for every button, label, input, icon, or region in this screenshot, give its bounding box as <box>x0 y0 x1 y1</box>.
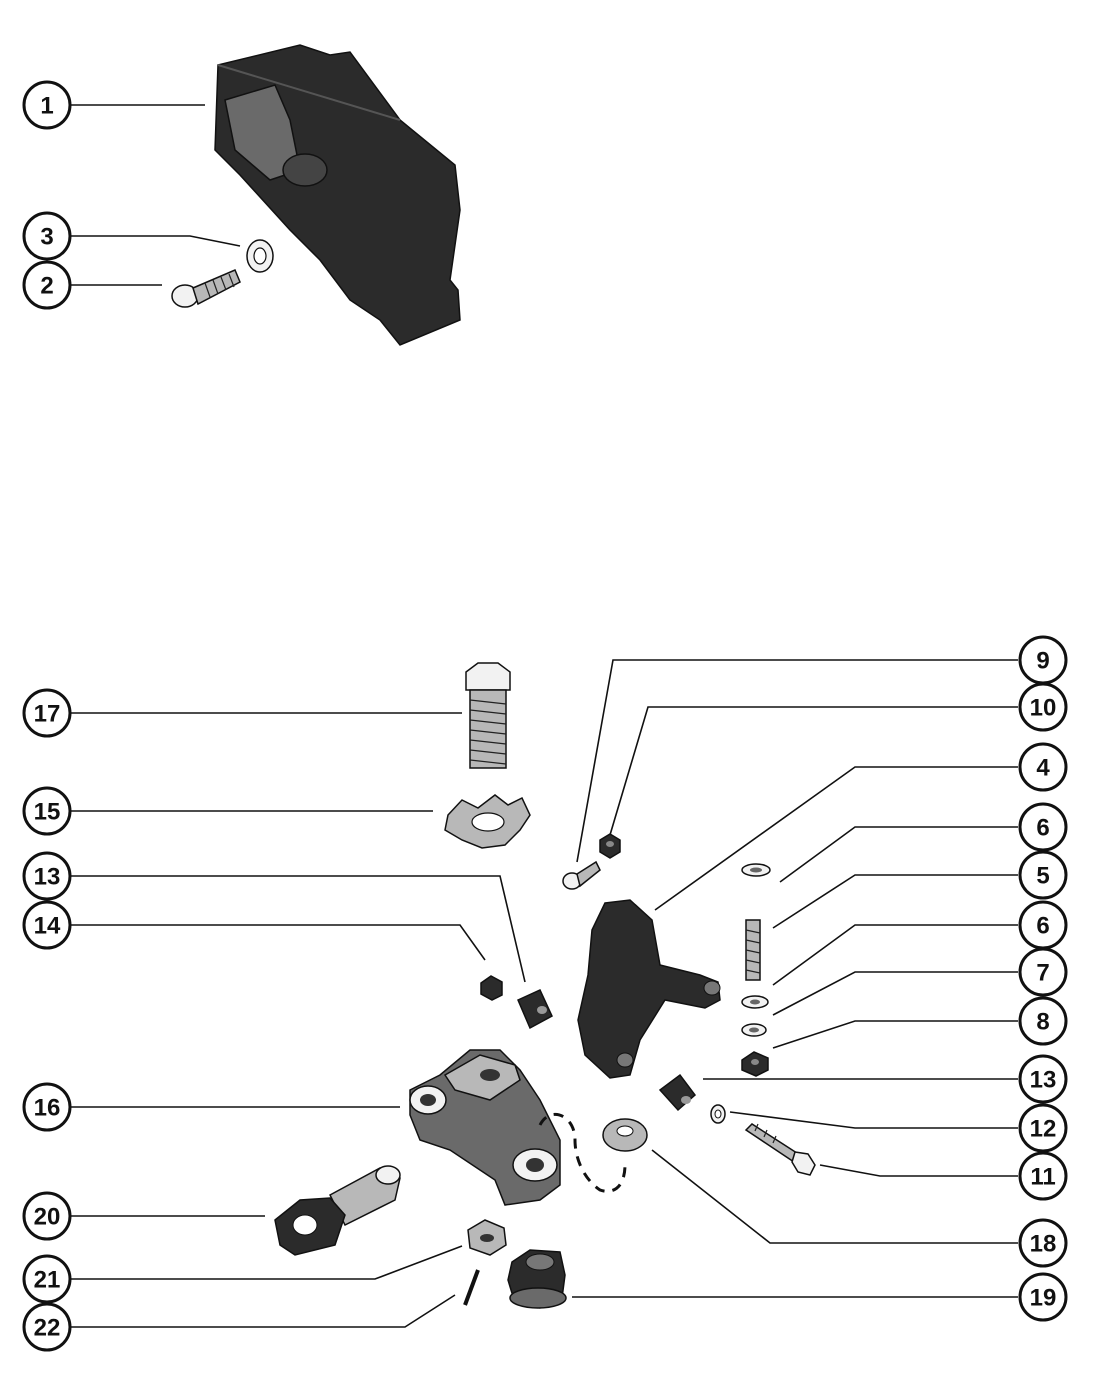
callout-12: 12 <box>1018 1103 1068 1153</box>
nut-part-21 <box>467 1219 507 1256</box>
callout-13-right-label: 13 <box>1030 1067 1057 1094</box>
callout-6-lower-label: 6 <box>1036 913 1049 940</box>
callout-10: 10 <box>1018 682 1068 732</box>
bracket-part-4 <box>577 899 721 1079</box>
callout-19: 17 <box>22 688 72 738</box>
callout-7: 7 <box>1018 947 1068 997</box>
callout-18: 19 <box>1018 1272 1068 1322</box>
callout-11: 11 <box>1018 1151 1068 1201</box>
tab-washer-part-15 <box>444 794 531 849</box>
washer-part-17 <box>602 1118 648 1152</box>
small-nut-part-10 <box>599 833 621 859</box>
callout-21: 21 <box>22 1254 72 1304</box>
bolt-part-11 <box>744 1123 816 1176</box>
mount-assembly-part-16 <box>409 1049 561 1206</box>
housing-block-part <box>214 44 461 346</box>
callout-21-label: 21 <box>34 1267 61 1294</box>
callout-20-label: 20 <box>34 1204 61 1231</box>
callout-11-label: 11 <box>1030 1164 1055 1191</box>
callout-9: 9 <box>1018 635 1068 685</box>
callout-14: 14 <box>22 900 72 950</box>
callout-6-upper: 6 <box>1018 802 1068 852</box>
callout-13-left: 13 <box>22 851 72 901</box>
callout-6-upper-label: 6 <box>1036 815 1049 842</box>
nut-part-8 <box>741 1051 769 1077</box>
washer-part-6-lower <box>741 995 769 1009</box>
callout-22-label: 22 <box>34 1315 61 1342</box>
callout-17: 18 <box>1018 1218 1068 1268</box>
callout-20: 20 <box>22 1191 72 1241</box>
callout-6-lower: 6 <box>1018 900 1068 950</box>
clevis-part-20 <box>274 1165 401 1256</box>
callout-5-label: 5 <box>1036 863 1049 890</box>
washer-part-12 <box>710 1104 726 1124</box>
stud-part-5 <box>745 919 761 981</box>
callout-22: 22 <box>22 1302 72 1352</box>
hex-bolt-part-19 <box>465 662 511 769</box>
bushing-part-13-left <box>517 989 553 1030</box>
callout-14-label: 14 <box>34 913 61 940</box>
callout-18-label: 19 <box>1030 1285 1057 1312</box>
callout-3: 3 <box>22 211 72 261</box>
callout-4: 4 <box>1018 742 1068 792</box>
leader-lines <box>70 104 1018 1328</box>
callout-15: 15 <box>22 786 72 836</box>
callout-1-label: 1 <box>40 93 53 120</box>
washer-part-6-upper <box>741 863 771 877</box>
callout-13-left-label: 13 <box>34 864 61 891</box>
small-nut-part-14 <box>480 975 503 1001</box>
callout-2-label: 2 <box>40 273 53 300</box>
callout-19-label: 17 <box>34 701 61 728</box>
callout-5: 5 <box>1018 850 1068 900</box>
rubber-mount-part-18 <box>507 1249 567 1309</box>
callout-3-label: 3 <box>40 224 53 251</box>
cotter-pin-part-22 <box>463 1269 480 1306</box>
callout-4-label: 4 <box>1036 755 1050 782</box>
callout-10-label: 10 <box>1030 695 1057 722</box>
callout-8-label: 8 <box>1036 1009 1049 1036</box>
lock-washer-part-7 <box>741 1023 767 1037</box>
callout-15-label: 15 <box>34 799 61 826</box>
bushing-part-13-right <box>658 1073 697 1112</box>
callout-1: 1 <box>22 80 72 130</box>
callout-13-right: 13 <box>1018 1054 1068 1104</box>
callout-16: 16 <box>22 1082 72 1132</box>
callout-2: 2 <box>22 260 72 310</box>
callout-7-label: 7 <box>1036 960 1049 987</box>
small-bolt-part-9 <box>562 860 601 890</box>
callout-17-label: 18 <box>1030 1231 1057 1258</box>
callout-9-label: 9 <box>1036 648 1049 675</box>
callout-8: 8 <box>1018 996 1068 1046</box>
callout-12-label: 12 <box>1030 1116 1057 1143</box>
screw-part-2 <box>171 269 241 308</box>
callout-16-label: 16 <box>34 1095 61 1122</box>
washer-part-3 <box>246 239 274 273</box>
